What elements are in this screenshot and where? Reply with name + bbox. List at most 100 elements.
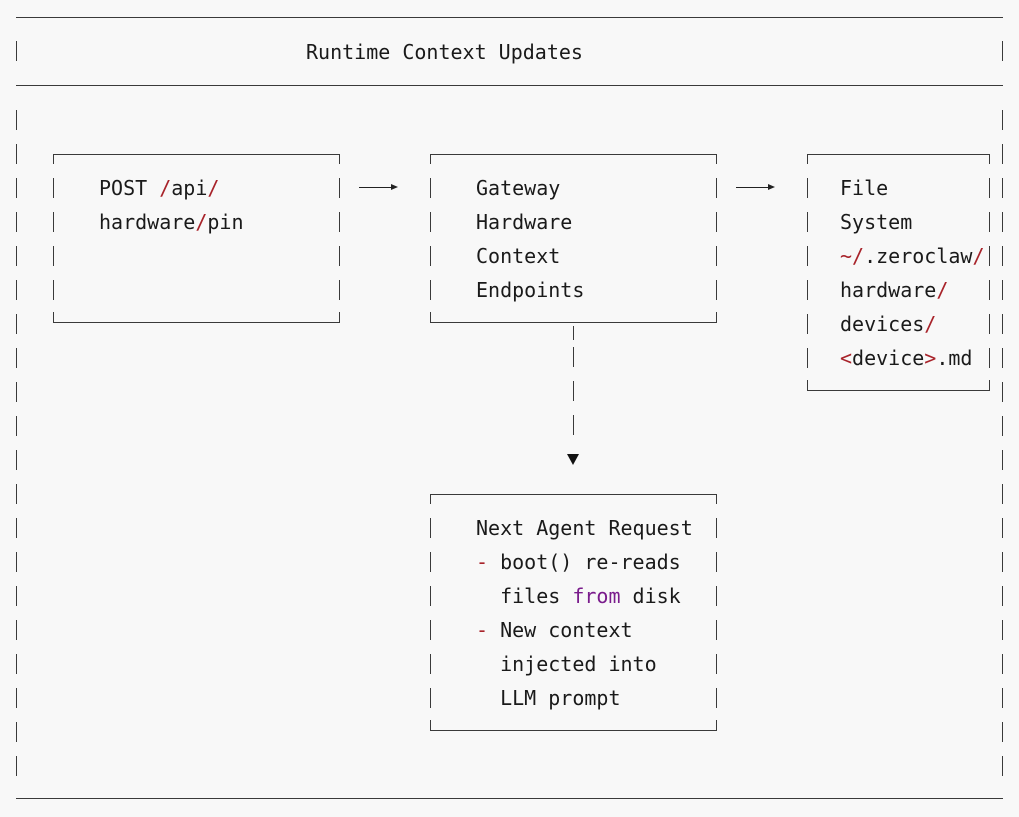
frame-side-segment [1002, 212, 1003, 232]
text-segment: / [972, 244, 985, 268]
post-box-side [339, 246, 340, 266]
filesystem-box-side [807, 212, 808, 232]
next-agent-box-side [430, 586, 431, 606]
next-agent-box-top [430, 494, 717, 495]
frame-side-segment [1002, 518, 1003, 538]
filesystem-box-side [989, 280, 990, 300]
text-segment: - [476, 618, 501, 642]
filesystem-box-side [807, 280, 808, 300]
frame-side-segment [16, 110, 17, 130]
frame-side-segment [16, 756, 17, 776]
post-box-side [53, 178, 54, 198]
filesystem-line: File [840, 171, 985, 205]
frame-side-segment [16, 620, 17, 640]
frame-side-segment [1002, 586, 1003, 606]
post-box-side [339, 178, 340, 198]
text-segment: injected into [476, 652, 657, 676]
text-segment: hardware [840, 278, 937, 302]
frame-side-segment [16, 348, 17, 368]
text-segment: / [195, 210, 208, 234]
post-box-bottom [53, 322, 340, 323]
text-segment: Gateway [476, 176, 561, 200]
filesystem-line: ~/.zeroclaw/ [840, 239, 985, 273]
next-agent-line: LLM prompt [476, 681, 693, 715]
text-segment: pin [207, 210, 244, 234]
filesystem-box-side [989, 348, 990, 368]
frame-side-segment [1002, 688, 1003, 708]
next-agent-box-side [716, 654, 717, 674]
text-segment: .md [936, 346, 973, 370]
frame-side-segment [1002, 450, 1003, 470]
frame-side-segment [1002, 246, 1003, 266]
filesystem-box-corner [989, 154, 990, 164]
frame-side-segment [1002, 756, 1003, 776]
gateway-box-corner [716, 312, 717, 322]
gateway-line: Context [476, 239, 584, 273]
next-agent-box-bottom [430, 730, 717, 731]
gateway-box-corner [716, 154, 717, 164]
frame-side-segment [16, 654, 17, 674]
post-box-side [53, 246, 54, 266]
text-segment: / [936, 278, 949, 302]
frame-side-segment [16, 144, 17, 164]
frame-side-segment [1002, 348, 1003, 368]
frame-side-segment [1002, 722, 1003, 742]
text-segment: - [476, 550, 501, 574]
gateway-line: Gateway [476, 171, 584, 205]
dash-segment [573, 326, 574, 340]
next-agent-line: - New context [476, 613, 693, 647]
filesystem-box-side [989, 314, 990, 334]
frame-side-segment [1002, 280, 1003, 300]
post-box-top [53, 154, 340, 155]
gateway-box-side [430, 178, 431, 198]
next-agent-box-side [716, 688, 717, 708]
next-agent-box-corner [430, 720, 431, 730]
next-agent-line: files from disk [476, 579, 693, 613]
text-segment: boot() re-reads [500, 550, 681, 574]
gateway-box-side [716, 212, 717, 232]
next-agent-line: injected into [476, 647, 693, 681]
frame-side-segment [16, 416, 17, 436]
next-agent-line: - boot() re-reads [476, 545, 693, 579]
text-segment: New context [500, 618, 633, 642]
text-segment: Hardware [476, 210, 573, 234]
diagram-title: Runtime Context Updates [306, 40, 583, 64]
filesystem-line: hardware/ [840, 273, 985, 307]
frame-side-segment [16, 552, 17, 572]
gateway-box-top [430, 154, 717, 155]
gateway-line: Hardware [476, 205, 584, 239]
next-agent-box-side [716, 552, 717, 572]
gateway-box-corner [430, 154, 431, 164]
frame-side-segment [16, 41, 17, 61]
text-segment: File [840, 176, 889, 200]
frame-side-segment [1002, 144, 1003, 164]
text-segment: ~/ [840, 244, 865, 268]
frame-side-segment [16, 212, 17, 232]
frame-side-segment [16, 382, 17, 402]
post-box-side [339, 280, 340, 300]
next-agent-box-side [430, 620, 431, 640]
dash-segment [573, 347, 574, 367]
text-segment: / [924, 312, 937, 336]
filesystem-box-side [807, 178, 808, 198]
frame-side-segment [1002, 654, 1003, 674]
text-segment: / [159, 176, 172, 200]
text-segment: POST [99, 176, 160, 200]
gateway-box-side [430, 280, 431, 300]
gateway-box-side [430, 212, 431, 232]
post-box-side [53, 280, 54, 300]
frame-side-segment [16, 280, 17, 300]
arrow-post-to-gateway [359, 187, 391, 188]
arrow-gateway-to-filesystem [736, 187, 768, 188]
text-segment: disk [620, 584, 681, 608]
post-box-text: POST /api/hardware/pin [99, 171, 244, 239]
post-box-corner [53, 312, 54, 322]
frame-side-segment [1002, 484, 1003, 504]
frame-side-segment [1002, 178, 1003, 198]
gateway-box-bottom [430, 322, 717, 323]
text-segment: / [207, 176, 220, 200]
title-divider [16, 85, 1003, 86]
frame-side-segment [16, 314, 17, 334]
filesystem-line: System [840, 205, 985, 239]
